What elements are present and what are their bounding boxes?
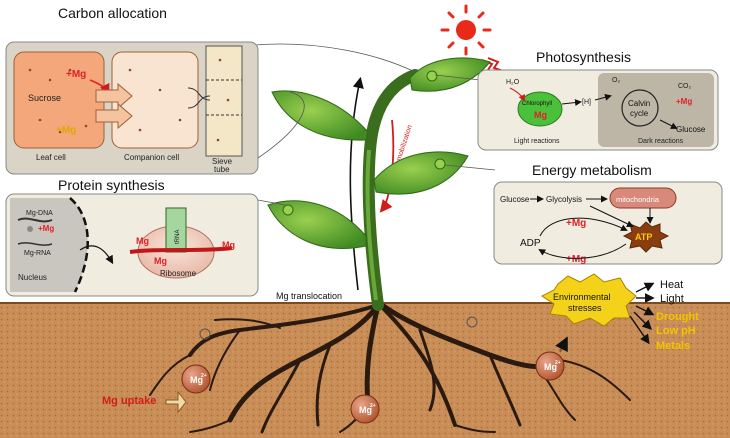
mitochondria-label: mitochondria	[616, 195, 660, 204]
mg-rna-label: Mg-RNA	[24, 250, 51, 257]
sucrose-label: Sucrose	[28, 93, 61, 103]
stress-light: Light	[660, 293, 684, 305]
stress-heat: Heat	[660, 279, 683, 291]
mg-ion-left: Mg 2+	[182, 365, 210, 393]
glucose-label: Glucose	[676, 125, 706, 134]
mg-ion-center: Mg 2+	[351, 395, 379, 423]
stresses-label-2: stresses	[568, 303, 602, 313]
mg-energy-bottom: +Mg	[566, 254, 586, 265]
trna-label: tRNA	[175, 230, 181, 244]
dark-reactions-area	[598, 73, 714, 147]
translocation-arrow	[350, 80, 360, 290]
photosynthesis-title: Photosynthesis	[536, 49, 631, 65]
sieve-tube	[206, 46, 242, 156]
energy-metabolism-title: Energy metabolism	[532, 162, 652, 178]
stress-drought: Drought	[656, 311, 699, 323]
carbon-allocation-panel: Carbon allocation Sucrose +Mg +Mg Leaf c…	[6, 5, 258, 174]
glycolysis-label: Glycolysis	[546, 195, 582, 204]
chlorophyll-label: Chlorophyll	[522, 101, 552, 107]
mg-ion-charge: 2+	[370, 403, 376, 409]
calvin-label-1: Calvin	[628, 99, 650, 108]
energy-metabolism-panel: Energy metabolism Glucose Glycolysis mit…	[494, 162, 722, 265]
light-reactions-label: Light reactions	[514, 138, 560, 145]
mg-energy-top: +Mg	[566, 218, 586, 229]
glucose-label: Glucose	[500, 195, 530, 204]
leaf-cell-label: Leaf cell	[36, 153, 66, 162]
stresses-label-1: Environmental	[553, 292, 611, 302]
companion-cell-label: Companion cell	[124, 153, 179, 162]
mg-calvin-label: +Mg	[676, 97, 692, 106]
protein-synthesis-panel: Protein synthesis Mg-DNA +Mg Mg-RNA Nucl…	[6, 177, 258, 296]
atp-label: ATP	[635, 232, 652, 242]
mg-uptake-label: Mg uptake	[102, 395, 156, 407]
mg-chlorophyll-label: Mg	[534, 110, 547, 120]
carbon-allocation-title: Carbon allocation	[58, 5, 167, 21]
mg-red-label: +Mg	[66, 69, 86, 80]
mg-ribosome-left: Mg	[136, 236, 149, 246]
nucleus-label: Nucleus	[18, 273, 47, 282]
h-plus-label: [H]	[582, 99, 591, 106]
photosynthesis-panel: Photosynthesis H₂O Chlorophyll Mg O₂ CO₂…	[478, 49, 718, 150]
h2o-label: H₂O	[506, 79, 520, 86]
mg-dna-label: Mg-DNA	[26, 210, 53, 217]
protein-synthesis-title: Protein synthesis	[58, 177, 165, 193]
mg-yellow-label: +Mg	[56, 125, 76, 136]
mg-ion-charge: 2+	[555, 360, 561, 366]
adp-label: ADP	[520, 238, 541, 249]
stress-metals: Metals	[656, 340, 690, 352]
chlorophyll-icon	[518, 92, 562, 126]
mg-translocation-label: Mg translocation	[276, 291, 342, 301]
mg-ion-charge: 2+	[201, 373, 207, 379]
mg-ribosome-bottom: Mg	[154, 256, 167, 266]
co2-label: CO₂	[678, 83, 692, 90]
mg-ion-right: Mg 2+	[536, 352, 564, 380]
sieve-tube-label-2: tube	[214, 165, 230, 174]
calvin-label-2: cycle	[630, 109, 649, 118]
o2-label: O₂	[612, 77, 620, 84]
stress-low-ph: Low pH	[656, 325, 696, 337]
ribosome-label: Ribosome	[160, 269, 197, 278]
mg-plus-label: +Mg	[38, 224, 54, 233]
sun-icon	[442, 6, 490, 54]
dark-reactions-label: Dark reactions	[638, 138, 684, 145]
mg-ribosome-right: Mg	[222, 240, 235, 250]
leaf-right	[374, 152, 468, 194]
